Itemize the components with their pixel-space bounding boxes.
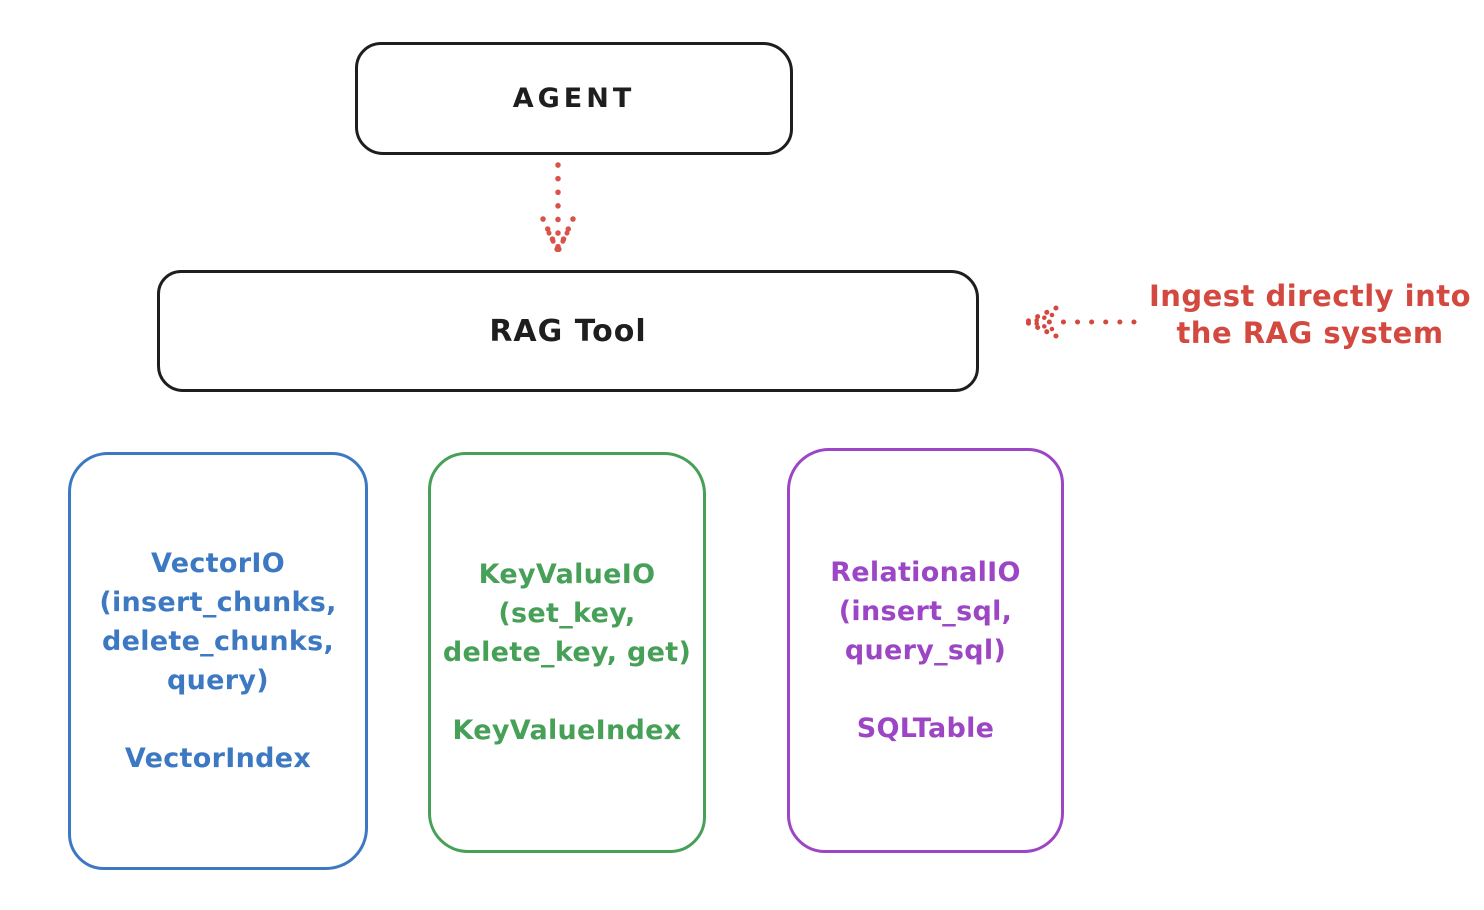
ingest-annotation: Ingest directly into the RAG system (1142, 278, 1478, 352)
keyvalue-io-method-line: (set_key, (498, 598, 636, 629)
vector-io-method-line: (insert_chunks, (99, 587, 337, 618)
keyvalue-io-box: KeyValueIO (set_key, delete_key, get) Ke… (428, 452, 706, 853)
vector-io-title: VectorIO (151, 548, 285, 579)
relational-io-box: RelationalIO (insert_sql, query_sql) SQL… (787, 448, 1064, 853)
keyvalue-index-label: KeyValueIndex (452, 715, 682, 746)
vector-io-box: VectorIO (insert_chunks, delete_chunks, … (68, 452, 368, 870)
agent-to-rag-arrow (540, 162, 576, 254)
ingest-annotation-arrow (1023, 305, 1137, 339)
ingest-annotation-line2: the RAG system (1176, 316, 1444, 350)
vector-io-method-line: delete_chunks, (101, 626, 335, 657)
rag-tool-label: RAG Tool (489, 313, 647, 349)
agent-box: AGENT (355, 42, 793, 155)
relational-io-title: RelationalIO (830, 557, 1021, 588)
sql-table-label: SQLTable (856, 713, 995, 744)
vector-index-label: VectorIndex (124, 743, 312, 774)
relational-io-method-line: (insert_sql, (838, 596, 1013, 627)
ingest-annotation-line1: Ingest directly into (1148, 279, 1472, 313)
agent-label: AGENT (512, 83, 636, 114)
relational-io-method-line: query_sql) (844, 635, 1007, 666)
rag-tool-box: RAG Tool (157, 270, 979, 392)
vector-io-method-line: query) (167, 665, 269, 696)
keyvalue-io-method-line: delete_key, get) (442, 637, 692, 668)
keyvalue-io-title: KeyValueIO (478, 559, 656, 590)
